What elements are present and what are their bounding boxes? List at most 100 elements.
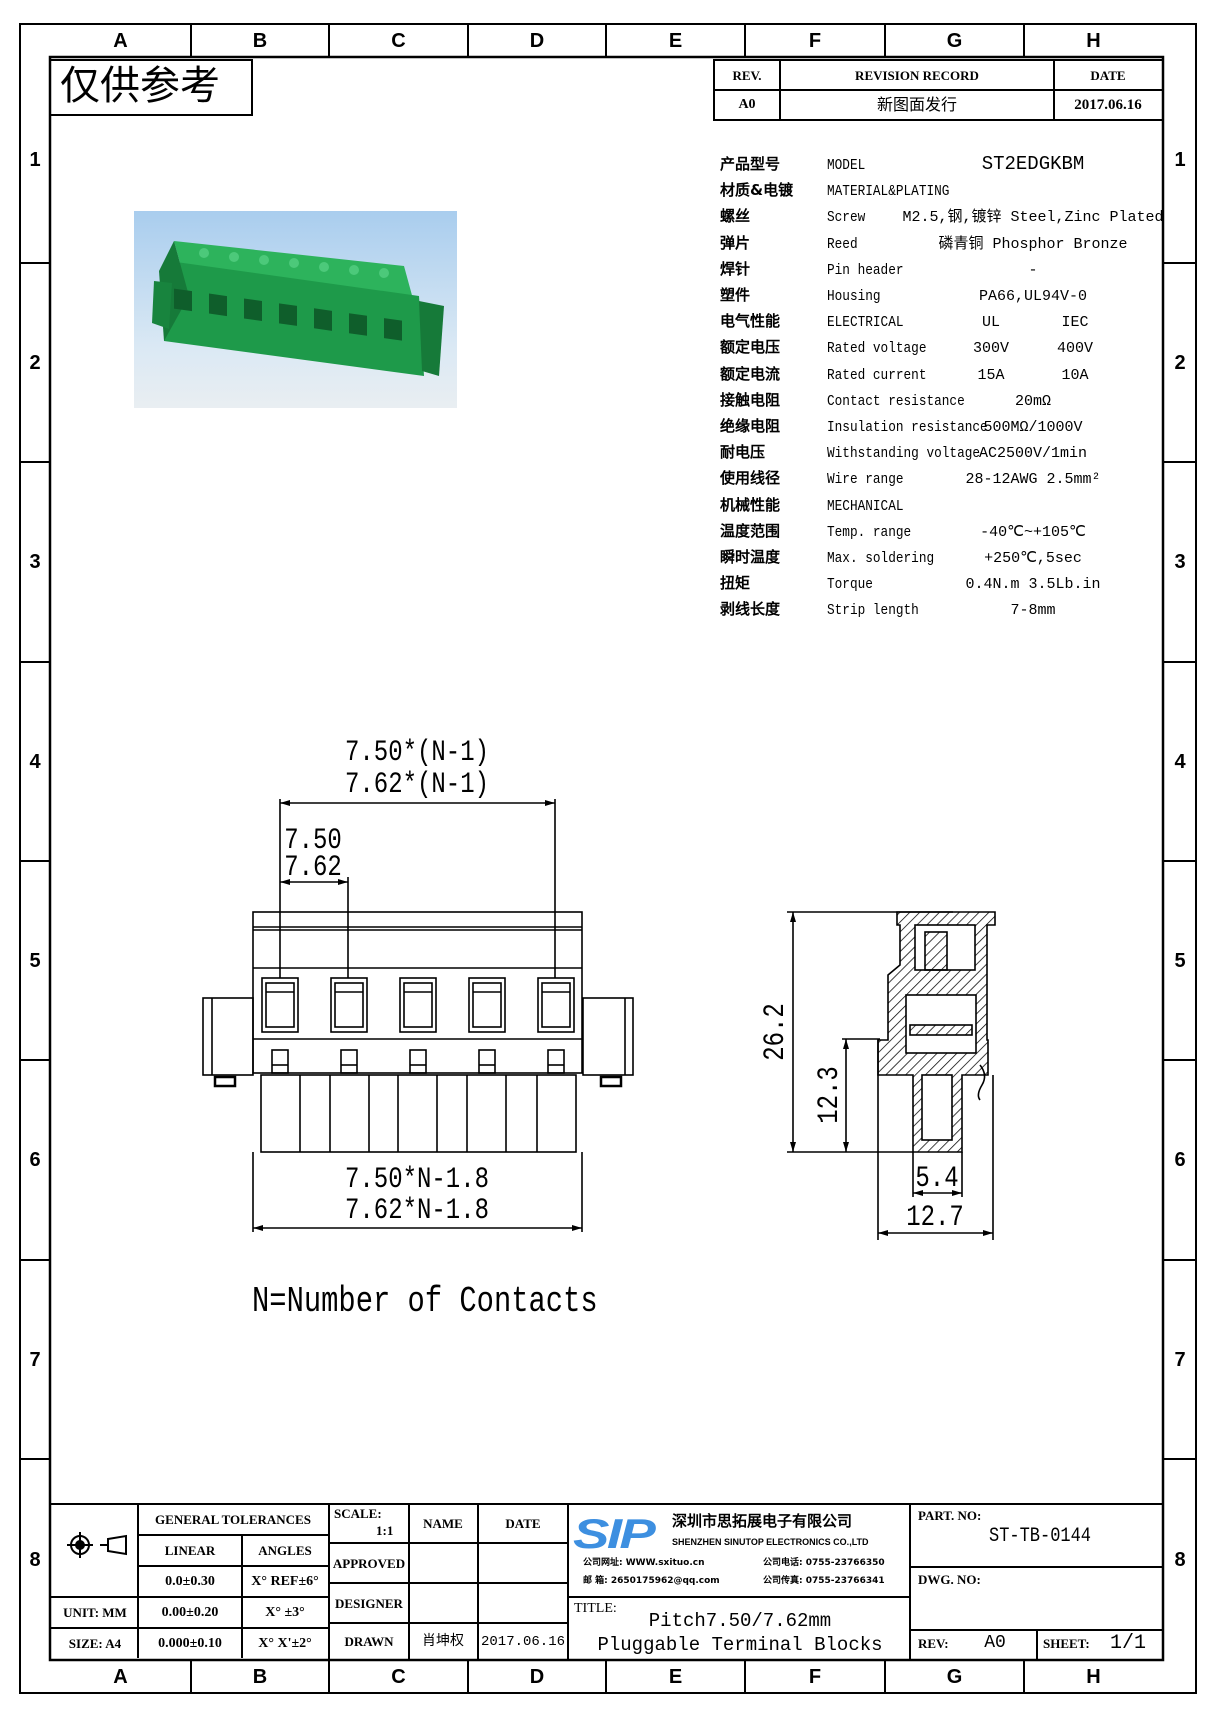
grid-column-label-top: E xyxy=(668,30,683,52)
grid-row-label-left: 3 xyxy=(29,551,41,573)
dim-pin-width: 5.4 xyxy=(915,1162,959,1196)
grid-row-label-right: 5 xyxy=(1174,949,1186,972)
company-email: 邮 箱: 2650175962@qq.com xyxy=(583,1576,720,1586)
grid-row-label-right: 1 xyxy=(1174,149,1186,171)
title-line-1: Pitch7.50/7.62mm xyxy=(648,1610,832,1632)
spec-value: 20mΩ xyxy=(1014,392,1052,410)
screw-access xyxy=(409,1049,427,1074)
grid-row-label-right: 7 xyxy=(1174,1348,1186,1371)
spec-value: ST2EDGKBM xyxy=(981,153,1085,175)
revision-rev: A0 xyxy=(738,97,756,112)
spec-value: PA66,UL94V-0 xyxy=(978,288,1088,305)
title-line-2: Pluggable Terminal Blocks xyxy=(597,1634,883,1656)
dim-total-pitch-750: 7.50*(N-1) xyxy=(344,736,490,770)
screw-access xyxy=(547,1049,565,1074)
dim-depth: 12.7 xyxy=(906,1201,964,1235)
side-view-drawing xyxy=(787,911,996,1240)
dim-pitch-750: 7.50 xyxy=(284,824,342,858)
wire-entry-window xyxy=(468,977,506,1033)
rev-label: REV: xyxy=(918,1636,949,1651)
dim-total-pitch-762: 7.62*(N-1) xyxy=(344,768,490,802)
spec-label-cn: 温度范围 xyxy=(720,521,781,540)
revision-date-header: DATE xyxy=(1090,68,1126,83)
designer-label: DESIGNER xyxy=(335,1596,403,1611)
company-name-en: SHENZHEN SINUTOP ELECTRONICS CO.,LTD xyxy=(672,1537,869,1547)
grid-column-label-bottom: G xyxy=(946,1666,963,1688)
grid-row-label-right: 3 xyxy=(1174,551,1186,573)
angle-tol-1: X° REF±6° xyxy=(251,1574,319,1589)
revision-date: 2017.06.16 xyxy=(1074,97,1142,113)
angle-tol-2: X° ±3° xyxy=(265,1605,305,1620)
spec-label-cn: 扭矩 xyxy=(720,574,751,593)
spec-label-cn: 塑件 xyxy=(720,286,751,304)
spec-value-iec: 400V xyxy=(1056,340,1094,358)
screw-access xyxy=(271,1049,289,1074)
part-no: ST-TB-0144 xyxy=(988,1525,1092,1548)
spec-value: 28-12AWG 2.5mm² xyxy=(965,471,1101,489)
spec-label-en: Insulation resistance xyxy=(827,419,988,436)
part-no-label: PART. NO: xyxy=(918,1508,982,1523)
dim-width-750: 7.50*N-1.8 xyxy=(344,1163,490,1197)
grid-column-label-top: F xyxy=(808,30,822,52)
wire-entry-window xyxy=(399,977,437,1033)
reference-only-stamp: 仅供参考 xyxy=(60,63,220,109)
drawn-date: 2017.06.16 xyxy=(480,1634,566,1650)
spec-label-cn: 螺丝 xyxy=(720,207,751,226)
dim-width-762: 7.62*N-1.8 xyxy=(344,1194,490,1228)
spec-label-en: Temp. range xyxy=(827,523,912,541)
scale-label: SCALE: xyxy=(334,1506,382,1521)
grid-row-label-left: 8 xyxy=(29,1548,41,1571)
grid-row-label-left: 1 xyxy=(29,149,41,171)
revision-record: 新图面发行 xyxy=(876,95,958,114)
grid-column-label-top: D xyxy=(529,30,545,52)
dim-height: 26.2 xyxy=(759,1003,793,1061)
scale-value: 1:1 xyxy=(376,1523,394,1538)
dim-pitch-762: 7.62 xyxy=(284,851,342,885)
spec-label-cn: 瞬时温度 xyxy=(720,548,781,566)
spec-label-cn: 使用线径 xyxy=(720,469,781,488)
grid-column-label-top: H xyxy=(1086,30,1101,52)
spec-label-cn: 机械性能 xyxy=(720,495,781,514)
spec-value-ul: 15A xyxy=(977,366,1005,384)
company-website: 公司网址: WWW.sxituo.cn xyxy=(583,1558,705,1568)
grid-row-label-right: 2 xyxy=(1174,351,1186,374)
spec-value-iec: IEC xyxy=(1061,314,1089,332)
company-logo: SIP xyxy=(573,1510,656,1557)
date-header: DATE xyxy=(505,1516,541,1531)
spec-label-en: Withstanding voltage xyxy=(827,445,981,463)
wire-entry-window xyxy=(330,977,368,1033)
sheet-value: 1/1 xyxy=(1109,1632,1147,1655)
approved-label: APPROVED xyxy=(332,1556,406,1571)
grid-column-label-top: A xyxy=(113,30,128,52)
spec-label-en: MECHANICAL xyxy=(827,497,904,515)
spec-label-en: Contact resistance xyxy=(827,392,965,410)
spec-label-cn: 接触电阻 xyxy=(720,390,781,409)
spec-label-cn: 额定电压 xyxy=(720,338,781,357)
grid-column-label-top: G xyxy=(946,30,963,52)
dwg-no-label: DWG. NO: xyxy=(918,1572,981,1587)
spec-value-ul: UL xyxy=(981,314,1001,332)
spec-label-en: MATERIAL&PLATING xyxy=(827,183,950,201)
grid-column-label-bottom: F xyxy=(808,1666,822,1688)
linear-tol-3: 0.000±0.10 xyxy=(158,1636,222,1651)
screw-access xyxy=(340,1049,358,1074)
spec-label-en: Reed xyxy=(827,235,858,253)
linear-label: LINEAR xyxy=(164,1543,216,1558)
spec-value: -40℃~+105℃ xyxy=(980,523,1086,541)
size-label: SIZE: A4 xyxy=(68,1636,122,1651)
spec-label-en: Wire range xyxy=(827,471,904,489)
grid-column-label-bottom: A xyxy=(113,1666,128,1688)
spec-label-en: Torque xyxy=(827,576,873,594)
spec-label-en: Strip length xyxy=(827,602,919,620)
spec-label-en: MODEL xyxy=(827,157,866,174)
grid-column-label-bottom: B xyxy=(252,1666,268,1688)
spec-label-cn: 焊针 xyxy=(720,259,751,278)
linear-tol-2: 0.00±0.20 xyxy=(161,1605,219,1620)
company-phone: 公司电话: 0755-23766350 xyxy=(763,1558,885,1568)
spec-label-en: Pin header xyxy=(827,261,904,279)
spec-label-cn: 绝缘电阻 xyxy=(720,417,781,435)
general-tolerances-label: GENERAL TOLERANCES xyxy=(155,1512,311,1527)
spec-value: - xyxy=(1028,261,1038,279)
name-header: NAME xyxy=(423,1516,463,1531)
